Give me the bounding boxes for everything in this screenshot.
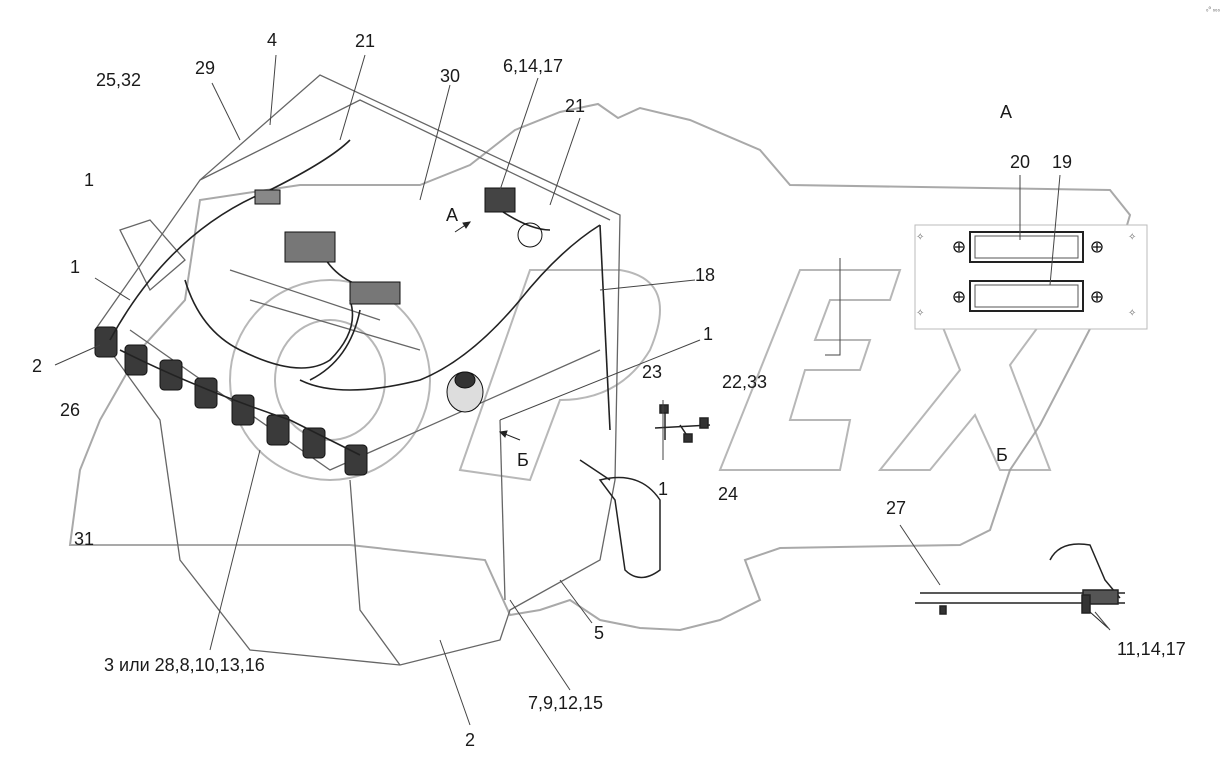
label-26: 26 [60,400,81,420]
label-21-top: 21 [355,31,376,51]
label-1-a: 1 [84,170,95,190]
label-view-b: Б [996,445,1008,465]
harness-components [254,187,543,413]
detail-harness [654,404,711,443]
work-lights [94,326,368,476]
label-20: 20 [1010,152,1031,172]
label-29: 29 [195,58,216,78]
view-a-panel: ✧ ✧ ✧ ✧ [914,224,1148,330]
label-4: 4 [267,30,278,50]
svg-text:✧: ✧ [916,232,924,243]
label-2-left: 2 [32,356,43,376]
corner-mark: ₀⁰ ₀₀₀ [1206,7,1221,13]
label-21-mid: 21 [565,96,586,116]
view-arrows [454,221,521,441]
svg-text:✧: ✧ [1128,308,1136,319]
label-22-33: 22,33 [722,372,768,392]
label-27: 27 [886,498,907,518]
watermark-gear [68,102,1132,632]
label-5: 5 [594,623,605,643]
section-b-detail [915,543,1125,629]
label-24: 24 [718,484,739,504]
label-view-a: А [1000,102,1013,122]
label-3-28: 3 или 28,8,10,13,16 [104,655,265,675]
label-23: 23 [642,362,663,382]
label-2-bottom: 2 [465,730,476,750]
leader-lines [54,54,1111,726]
label-b-arrow: Б [517,450,529,470]
cab-body [94,74,621,666]
label-11-14-17: 11,14,17 [1117,639,1186,659]
label-19: 19 [1052,152,1073,172]
label-1-c: 1 [703,324,714,344]
label-6-14-17: 6,14,17 [503,56,564,76]
label-a-arrow: А [446,205,459,225]
side-mirror [579,459,661,579]
label-31: 31 [74,529,95,549]
svg-text:✧: ✧ [916,308,924,319]
svg-text:✧: ✧ [1128,232,1136,243]
wiring-harness [109,139,611,456]
label-18: 18 [695,265,716,285]
label-1-d: 1 [658,479,669,499]
label-7-9-12-15: 7,9,12,15 [528,693,604,713]
label-30: 30 [440,66,461,86]
label-25-32: 25,32 [96,70,142,90]
label-1-b: 1 [70,257,81,277]
